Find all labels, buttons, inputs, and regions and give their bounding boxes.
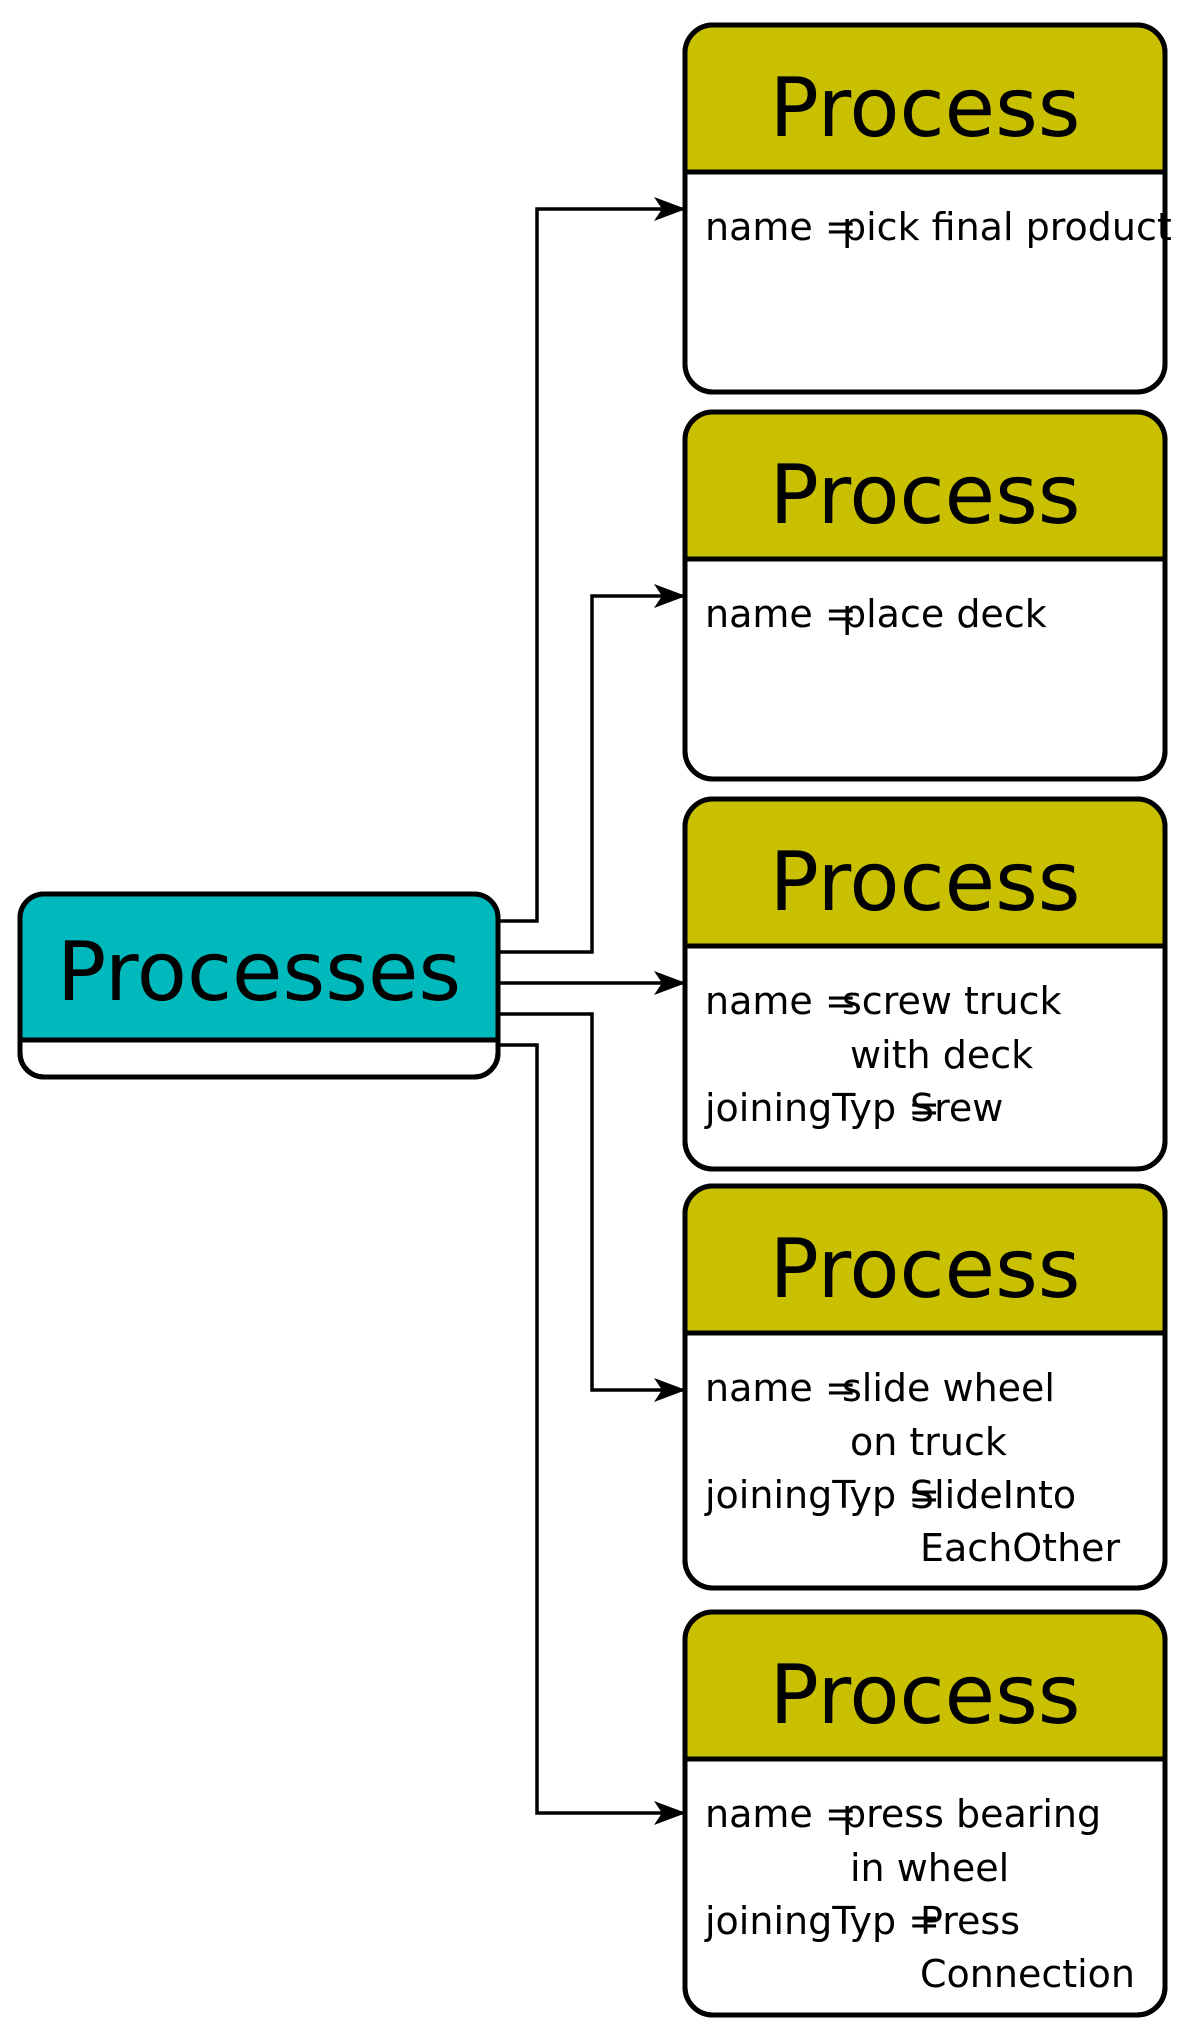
process-box-4-name-line-1: slide wheel: [842, 1366, 1055, 1410]
connector-5: [496, 1043, 686, 1825]
process-box-5-name-label: name =: [705, 1792, 857, 1836]
process-box-2-title: Process: [769, 448, 1080, 543]
process-box-5-name-line-1: press bearing: [842, 1792, 1101, 1836]
process-box-4-joining-line-1: SlideInto: [910, 1473, 1076, 1517]
connector-1: [496, 197, 686, 923]
process-box-5-header: [685, 1612, 1165, 1759]
connector-4: [496, 1012, 686, 1402]
process-box-4-joining-label: joiningTyp =: [704, 1473, 940, 1517]
process-box-5-title: Process: [769, 1648, 1080, 1743]
process-box-4-title: Process: [769, 1222, 1080, 1317]
process-box-5: Process name = press bearing in wheel jo…: [682, 1609, 1168, 2018]
process-box-3-header: [685, 799, 1165, 946]
process-box-1: Process name = pick final product: [682, 22, 1172, 395]
process-box-4-name-line-2: on truck: [850, 1420, 1007, 1464]
process-box-3-title: Process: [769, 835, 1080, 930]
process-box-4-name-label: name =: [705, 1366, 857, 1410]
processes-title: Processes: [57, 925, 461, 1020]
process-box-1-title: Process: [769, 61, 1080, 156]
process-box-3-joining-line-1: Srew: [910, 1086, 1003, 1130]
processes-header: [20, 894, 498, 1040]
process-box-4-header: [685, 1186, 1165, 1333]
process-box-1-name-label: name =: [705, 205, 857, 249]
connector-2: [496, 584, 686, 954]
process-box-3: Process name = screw truck with deck joi…: [682, 796, 1168, 1172]
processes-node: Processes: [17, 891, 501, 1080]
process-box-4-joining-line-2: EachOther: [920, 1526, 1121, 1570]
process-box-3-name-label: name =: [705, 979, 857, 1023]
process-box-2-name-line-1: place deck: [842, 592, 1047, 636]
process-box-3-name-line-1: screw truck: [842, 979, 1062, 1023]
process-box-2-name-label: name =: [705, 592, 857, 636]
process-box-5-name-line-2: in wheel: [850, 1846, 1009, 1890]
process-box-1-name-line-1: pick final product: [842, 205, 1172, 249]
process-box-1-header: [685, 25, 1165, 172]
process-box-5-joining-line-1: Press: [920, 1899, 1020, 1943]
process-box-5-joining-line-2: Connection: [920, 1952, 1135, 1996]
process-box-5-joining-label: joiningTyp =: [704, 1899, 940, 1943]
connector-group: [496, 197, 686, 1825]
process-box-2-header: [685, 412, 1165, 559]
process-box-4: Process name = slide wheel on truck join…: [682, 1183, 1168, 1591]
process-box-3-joining-label: joiningTyp =: [704, 1086, 940, 1130]
process-box-2: Process name = place deck: [682, 409, 1168, 782]
process-box-3-name-line-2: with deck: [850, 1033, 1033, 1077]
